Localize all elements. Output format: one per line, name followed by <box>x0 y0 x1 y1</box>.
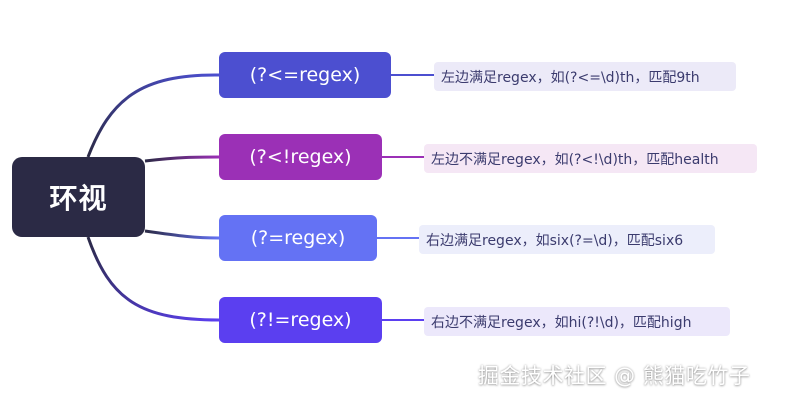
branch-node-lookahead-negative[interactable]: (?!=regex) <box>219 297 382 343</box>
branch-node-lookbehind-negative[interactable]: (?<!regex) <box>219 134 382 180</box>
leaf-node-lookahead-negative-desc[interactable]: 右边不满足regex，如hi(?!\d)，匹配high <box>424 307 730 336</box>
watermark-text: 掘金技术社区 @ 熊猫吃竹子 <box>478 364 751 388</box>
connector-root-branch-2 <box>144 155 220 163</box>
connector-root-branch-3 <box>144 229 220 240</box>
connector-root-branch-4 <box>86 236 220 322</box>
leaf-node-lookahead-positive-desc[interactable]: 右边满足regex，如six(?=\d)，匹配six6 <box>419 225 715 254</box>
branch-node-lookahead-positive[interactable]: (?=regex) <box>219 215 377 261</box>
leaf-node-lookbehind-negative-desc[interactable]: 左边不满足regex，如(?<!\d)th，匹配health <box>424 144 757 173</box>
branch-node-lookbehind-positive[interactable]: (?<=regex) <box>219 52 391 98</box>
connector-root-branch-1 <box>86 73 220 158</box>
leaf-node-lookbehind-positive-desc[interactable]: 左边满足regex，如(?<=\d)th，匹配9th <box>434 62 736 91</box>
mindmap-root-node[interactable]: 环视 <box>12 157 145 237</box>
